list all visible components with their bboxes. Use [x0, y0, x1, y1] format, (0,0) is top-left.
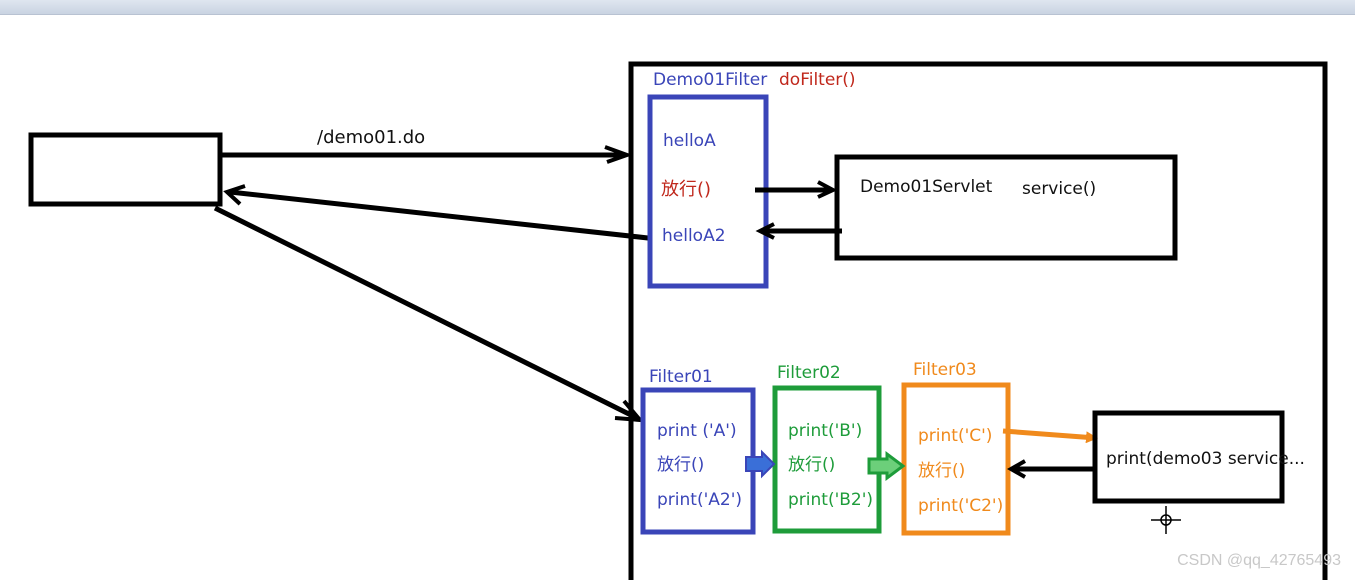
- request-path-label: /demo01.do: [317, 127, 426, 148]
- demo01-filter-line-3: helloA2: [662, 226, 726, 246]
- filter03-box: [901, 382, 1011, 536]
- crosshair-cursor-icon: [1151, 506, 1181, 534]
- target-service-label: print(demo03 service...: [1106, 449, 1305, 469]
- filter03-to-target-arrow: [1002, 428, 1098, 444]
- filter03-line-1: print('C'): [918, 426, 993, 446]
- filter01-to-filter02-arrow: [745, 449, 776, 479]
- demo01-filter-line-1: helloA: [663, 131, 716, 151]
- watermark: CSDN @qq_42765493: [1177, 552, 1341, 569]
- filter02-to-filter03-arrow: [867, 451, 906, 481]
- filter02-line-3: print('B2'): [788, 490, 874, 510]
- target-service-box: [1092, 410, 1285, 504]
- filter02-line-2: 放行(): [788, 455, 836, 475]
- filter02-line-1: print('B'): [788, 421, 863, 441]
- response-arrow: [229, 189, 649, 241]
- servlet-method: service(): [1022, 179, 1097, 199]
- filter01-line-3: print('A2'): [657, 490, 742, 510]
- demo01-filter-line-2: 放行(): [661, 179, 712, 200]
- container-frame: [628, 61, 1328, 580]
- demo01-filter-method: doFilter(): [779, 70, 856, 90]
- chain-request-arrow: [213, 205, 639, 421]
- filter01-line-1: print ('A'): [657, 421, 737, 441]
- filter01-name: Filter01: [649, 367, 713, 387]
- filter03-line-2: 放行(): [918, 461, 966, 481]
- demo01-servlet-box: [834, 154, 1178, 261]
- window-title-bar: [0, 0, 1355, 15]
- servlet-name: Demo01Servlet: [860, 177, 993, 197]
- filter01-line-2: 放行(): [657, 455, 705, 475]
- filter02-name: Filter02: [777, 363, 841, 383]
- client-box: [28, 132, 223, 207]
- demo01-filter-name: Demo01Filter: [653, 70, 768, 90]
- filter03-line-3: print('C2'): [918, 496, 1004, 516]
- filter03-name: Filter03: [913, 360, 977, 380]
